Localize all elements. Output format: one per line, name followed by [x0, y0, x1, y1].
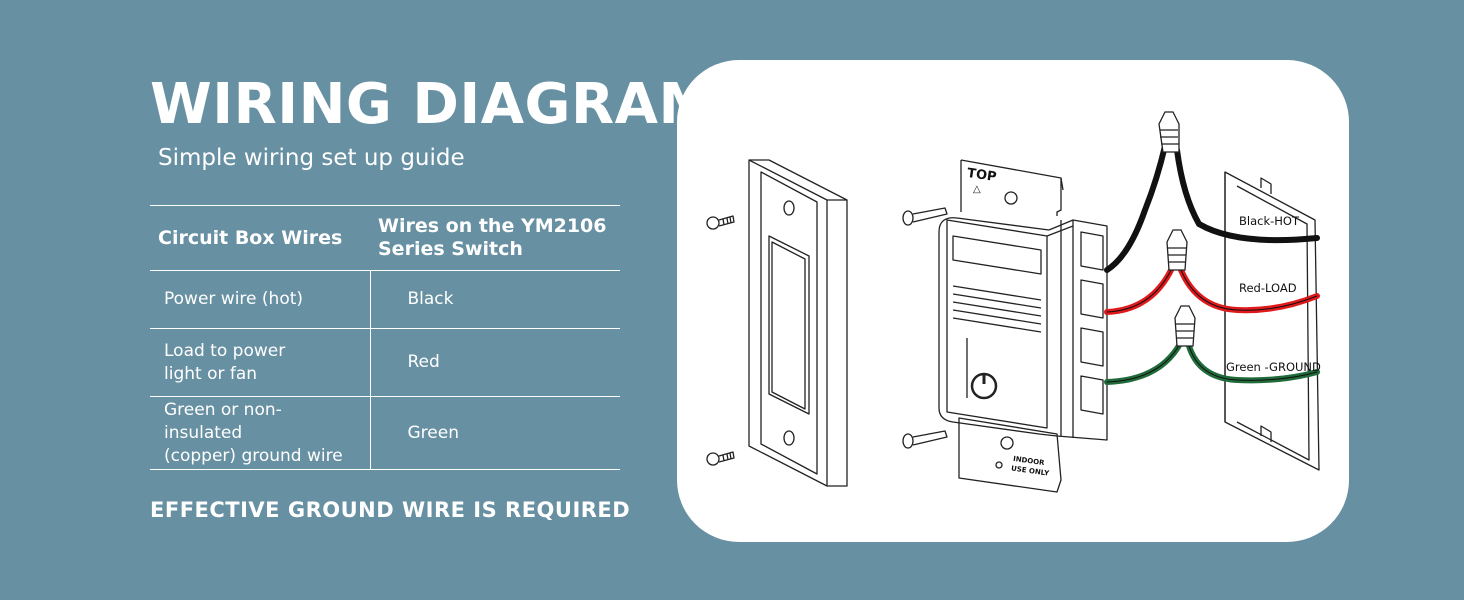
wire-nut-icon — [1158, 111, 1180, 153]
switch-wire-cell: Green — [370, 396, 620, 470]
power-icon — [970, 372, 998, 400]
screw-icon — [706, 215, 735, 230]
ground-wire-note: EFFECTIVE GROUND WIRE IS REQUIRED — [150, 498, 631, 522]
header-switch-wires-line2: Series Switch — [378, 238, 523, 260]
top-arrow-icon: △ — [973, 184, 981, 195]
label-red-load: Red-LOAD — [1239, 281, 1297, 295]
box-wire-text: Load to power — [164, 340, 286, 361]
switch-strap — [958, 159, 1064, 493]
wiring-table: Circuit Box Wires Wires on the YM2106 Se… — [150, 205, 620, 470]
screw-icon — [902, 430, 948, 449]
screw-icon — [902, 207, 948, 226]
wire-nut-icon — [1166, 229, 1188, 271]
header-circuit-box-wires: Circuit Box Wires — [150, 205, 370, 271]
table-header-row: Circuit Box Wires Wires on the YM2106 Se… — [150, 205, 620, 271]
wiring-diagram-illustration — [706, 111, 1320, 493]
header-switch-wires: Wires on the YM2106 Series Switch — [370, 205, 620, 271]
box-wire-text: Power wire (hot) — [164, 289, 304, 309]
wall-plate — [748, 159, 848, 487]
switch-body — [938, 217, 1108, 441]
screw-icon — [706, 451, 735, 466]
wire-nut-icon — [1174, 305, 1196, 347]
label-green-ground: Green -GROUND — [1226, 360, 1321, 374]
switch-wire-cell: Black — [370, 270, 620, 329]
box-wire-text: light or fan — [164, 363, 258, 384]
switch-wire-cell: Red — [370, 328, 620, 397]
label-black-hot: Black-HOT — [1239, 214, 1299, 228]
box-wire-cell: Power wire (hot) — [150, 270, 371, 329]
box-wire-cell: Green or non-insulated(copper) ground wi… — [150, 396, 371, 470]
page-title: WIRING DIAGRAM — [150, 72, 715, 137]
box-wire-text: Green or non-insulated — [164, 399, 282, 443]
table-row: Green or non-insulated(copper) ground wi… — [150, 396, 620, 470]
wiring-diagram-panel: Black-HOT Red-LOAD Green -GROUND TOP △ I… — [677, 60, 1349, 542]
header-switch-wires-line1: Wires on the YM2106 — [378, 215, 607, 237]
table-row: Power wire (hot) Black — [150, 270, 620, 329]
page-subtitle: Simple wiring set up guide — [158, 145, 465, 171]
box-wire-text: (copper) ground wire — [164, 445, 343, 466]
